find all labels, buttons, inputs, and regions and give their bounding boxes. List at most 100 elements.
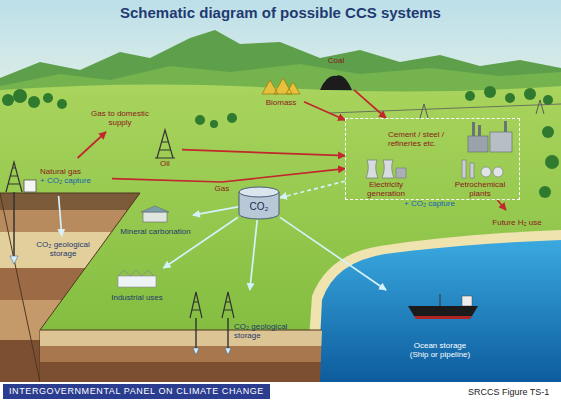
node-label: Biomass <box>266 99 297 108</box>
power-line <box>420 100 544 118</box>
trees <box>28 96 40 108</box>
gas-well-icon <box>13 192 15 258</box>
flow-arrow <box>280 217 386 290</box>
flow-arrow <box>304 102 345 120</box>
factory-icon <box>504 121 507 132</box>
storage-node: CO₂ geological storage <box>184 290 310 342</box>
sea <box>318 240 561 382</box>
gas-well-icon <box>10 256 18 264</box>
petrochemical-icon <box>462 160 503 178</box>
greenhouse-icon <box>118 270 156 287</box>
ship-icon <box>440 294 441 306</box>
node-label: Oil <box>160 160 170 169</box>
oil-well-icon <box>155 130 175 158</box>
ship-icon <box>462 296 472 306</box>
injection-wells-icon <box>190 292 234 355</box>
tank-top <box>239 187 279 197</box>
injection-wells-icon <box>190 292 202 318</box>
node-label: Coal <box>328 57 344 66</box>
power-line <box>330 104 561 113</box>
flow-arrow <box>59 196 62 236</box>
power-station-icon <box>382 160 394 178</box>
plant-node: Cement / steel / refineries etc. <box>386 123 518 157</box>
node-label: Cement / steel / refineries etc. <box>388 131 466 149</box>
petrochemical-icon <box>481 167 491 177</box>
organisation-banner: INTERGOVERNMENTAL PANEL ON CLIMATE CHANG… <box>3 384 270 399</box>
ship-icon <box>414 316 472 319</box>
plant-node: Electricity generation <box>350 159 422 200</box>
node-label: Electricity generation <box>351 181 421 199</box>
trees <box>542 126 554 138</box>
mineral-carbonation-icon <box>141 206 169 222</box>
use-node: Mineral carbonation <box>118 206 193 238</box>
gas-field-node: Natural gas+ CO₂ capture <box>2 158 112 196</box>
factory-icon <box>468 121 512 152</box>
flow-arrow <box>164 217 239 268</box>
hydrogen-node: Future H₂ use <box>490 210 544 236</box>
supply-node: Gas to domestic supply <box>86 106 154 132</box>
trees <box>484 86 496 98</box>
trees <box>227 113 237 123</box>
trees <box>2 94 14 106</box>
node-label: CO₂ geological storage <box>234 323 308 341</box>
petrochemical-icon <box>462 160 466 178</box>
trees <box>2 86 559 198</box>
source-node: Biomass <box>258 74 304 109</box>
sea <box>306 230 561 382</box>
trees <box>545 155 559 169</box>
co2-tank: CO₂ <box>238 186 280 220</box>
trees <box>539 186 551 198</box>
flow-arrow <box>182 150 345 156</box>
storage-node: CO₂ geological storage <box>26 236 100 264</box>
coal-icon <box>320 75 352 90</box>
trees <box>13 89 27 103</box>
mineral-carbonation-icon <box>143 212 167 222</box>
flow-arrow <box>193 207 238 215</box>
power-line <box>330 100 561 118</box>
power-station-icon <box>366 160 406 178</box>
flow-arrow <box>250 220 257 290</box>
injection-wells-icon <box>193 348 231 355</box>
plant-node: Petrochemical plants <box>442 159 518 200</box>
gas-well-icon <box>6 162 36 264</box>
footer-band <box>0 382 561 402</box>
use-node: Industrial uses <box>104 268 170 304</box>
source-node: Oil <box>148 128 182 170</box>
trees <box>57 99 67 109</box>
node-label: CO₂ geological storage <box>28 241 98 259</box>
factory-icon <box>468 136 488 152</box>
sea <box>306 230 561 382</box>
node-label: Ocean storage (Ship or pipeline) <box>404 342 476 360</box>
gas-well-icon <box>6 162 22 192</box>
figure-number: SRCCS Figure TS-1 <box>468 387 549 398</box>
rock-layers-left <box>0 193 140 210</box>
petrochemical-icon <box>470 163 474 178</box>
greenhouse-icon <box>118 270 154 276</box>
trees <box>43 93 53 103</box>
injection-wells-icon <box>222 292 234 318</box>
biomass-icon <box>262 78 300 94</box>
node-label: Natural gas <box>40 168 81 177</box>
injection-wells-icon <box>227 318 228 350</box>
biomass-icon <box>262 78 300 94</box>
gas-well-icon <box>24 180 36 192</box>
greenhouse-icon <box>118 276 156 287</box>
rock-layers-front <box>40 330 330 346</box>
ocean-storage-node: Ocean storage (Ship or pipeline) <box>380 290 500 364</box>
trees <box>465 91 475 101</box>
injection-wells-icon <box>195 318 196 350</box>
oil-well-icon <box>155 130 175 158</box>
trees <box>543 95 553 105</box>
rock-layers-left <box>0 232 140 268</box>
edge-label: Gas <box>215 185 230 194</box>
petrochemical-icon <box>493 167 503 177</box>
flow-arrow <box>354 90 386 118</box>
flow-arrow <box>78 132 106 158</box>
ship-icon <box>408 294 478 319</box>
rock-layers-front <box>40 330 330 382</box>
